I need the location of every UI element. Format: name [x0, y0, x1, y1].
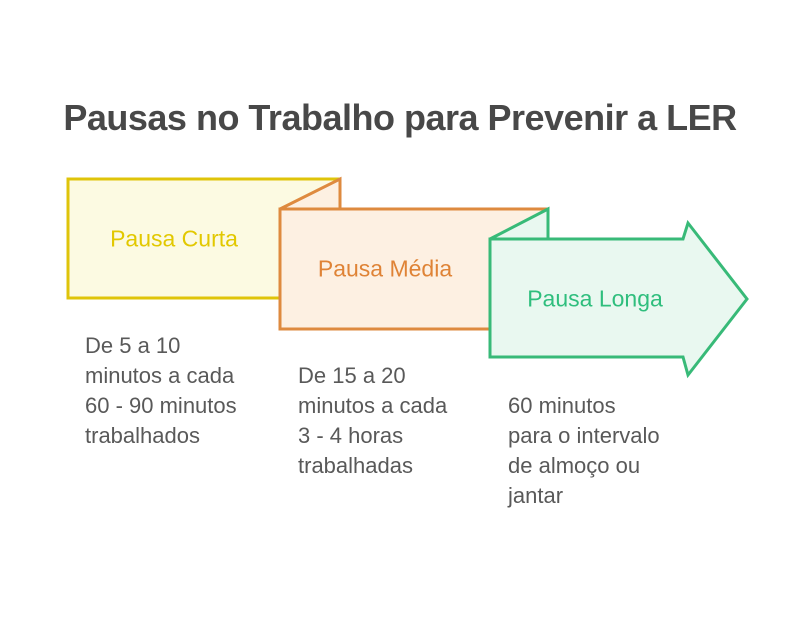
- step-label-media: Pausa Média: [317, 255, 453, 282]
- step-longa-arrow: [488, 219, 749, 379]
- step-label-longa: Pausa Longa: [527, 285, 663, 312]
- step-desc-curta: De 5 a 10 minutos a cada 60 - 90 minutos…: [85, 333, 237, 448]
- step-desc-longa: 60 minutos para o intervalo de almoço ou…: [508, 393, 660, 508]
- step-desc-media: De 15 a 20 minutos a cada 3 - 4 horas tr…: [298, 363, 448, 478]
- page-title: Pausas no Trabalho para Prevenir a LER: [63, 97, 737, 138]
- step-label-curta: Pausa Curta: [110, 225, 238, 252]
